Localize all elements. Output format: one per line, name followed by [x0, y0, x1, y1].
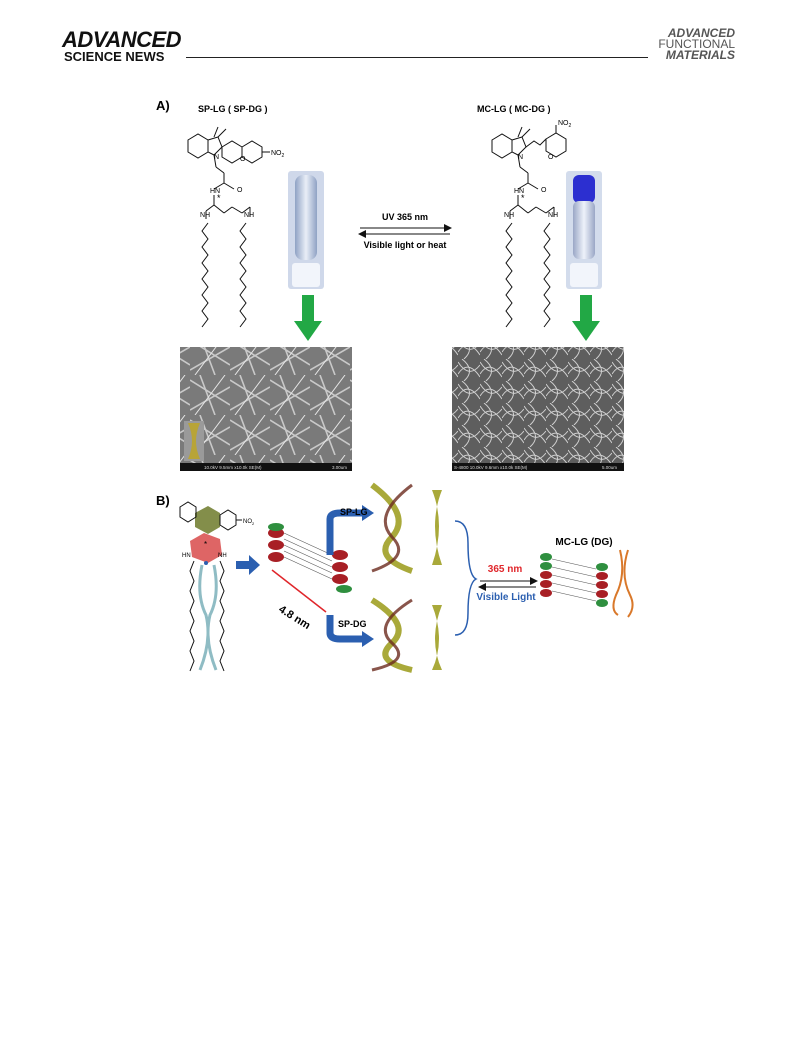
- journal-right-functional: FUNCTIONAL: [658, 37, 735, 51]
- green-arrow-right-head: [572, 321, 600, 341]
- mc-chiral-star: *: [521, 193, 525, 203]
- blue-arrow-1-head: [249, 555, 260, 575]
- mc-n-atom: N: [518, 154, 523, 161]
- branch-arrow-up: [326, 509, 362, 555]
- sp-hn-1: HN: [210, 188, 220, 195]
- sp-o-atom: O: [240, 156, 246, 163]
- mc-hn-1: HN: [514, 188, 524, 195]
- panel-b-no2-text: NO: [243, 519, 252, 525]
- panel-b-molecule: [179, 501, 242, 672]
- b-reverse-label: Visible Light: [476, 592, 536, 603]
- mc-molecule-structure: [491, 125, 567, 328]
- mc-vial: [566, 171, 602, 289]
- green-arrow-left-shaft: [302, 295, 314, 323]
- curly-brace: [454, 520, 478, 636]
- panel-b-label: B): [156, 493, 170, 508]
- sem-right-scale: 5.00um: [602, 465, 617, 470]
- panel-b-star: *: [204, 540, 207, 549]
- mc-nh-left: NH: [504, 212, 514, 219]
- helix-sp-lg: [370, 482, 442, 574]
- sp-nh-right: NH: [244, 212, 254, 219]
- journal-right-advanced: ADVANCED: [667, 26, 735, 40]
- branch-arrow-down: [326, 615, 362, 643]
- sem-left-scale: 3.00um: [332, 465, 347, 470]
- mc-lg-dg-title: MC-LG (DG): [555, 537, 612, 548]
- sp-vial: [288, 171, 324, 289]
- sp-carbonyl-o: O: [237, 187, 243, 194]
- sem-right-caption: S-4800 10.0kV 9.6mm x10.0k SE(M): [454, 465, 528, 470]
- mc-nh-right: NH: [548, 212, 558, 219]
- sem-image-left: [180, 347, 352, 471]
- blue-arrow-1-shaft: [236, 561, 250, 569]
- sp-lg-title: SP-LG ( SP-DG ): [198, 104, 268, 114]
- journal-logo-advanced: ADVANCED: [62, 27, 182, 52]
- panel-b-no2-subscript: 2: [252, 521, 255, 526]
- branch-arrow-up-head: [362, 505, 374, 521]
- sp-no2-subscript: 2: [282, 153, 285, 159]
- figure: A) SP-LG ( SP-DG ) MC-LG ( MC-DG ) N O N…: [150, 95, 650, 680]
- journal-logo-left: ADVANCED SCIENCE NEWS: [62, 27, 182, 64]
- uv-condition: UV 365 nm: [382, 212, 428, 222]
- mc-carbonyl-o: O: [541, 187, 547, 194]
- distance-label: 4.8 nm: [276, 603, 312, 632]
- distance-arrow: [271, 569, 327, 613]
- bilayer-stack: [268, 523, 352, 593]
- panel-a-label: A): [156, 98, 170, 113]
- helix-sp-dg: [370, 597, 442, 673]
- visible-condition: Visible light or heat: [364, 240, 447, 250]
- mc-lg-title: MC-LG ( MC-DG ): [477, 104, 550, 114]
- sp-n-atom: N: [214, 154, 219, 161]
- sp-dg-label: SP-DG: [338, 619, 367, 629]
- green-arrow-right-shaft: [580, 295, 592, 323]
- sp-no2: NO2: [271, 150, 285, 159]
- header-rule: [186, 57, 648, 58]
- mc-no2-text: NO: [558, 120, 569, 127]
- panel-b-nh: NH: [218, 553, 227, 559]
- b-forward-label: 365 nm: [488, 564, 523, 575]
- sp-lg-label: SP-LG: [340, 507, 368, 517]
- panel-b-no2: NO2: [243, 519, 255, 526]
- sp-chiral-star: *: [217, 193, 221, 203]
- journal-logo-right: ADVANCED FUNCTIONAL MATERIALS: [658, 26, 735, 62]
- figure-svg: A) SP-LG ( SP-DG ) MC-LG ( MC-DG ) N O N…: [156, 98, 634, 673]
- sp-no2-text: NO: [271, 150, 282, 157]
- sp-molecule-structure: [187, 126, 270, 328]
- sp-nh-left: NH: [200, 212, 210, 219]
- sem-left-caption: 10.0kV 9.5mm x10.0k SE(M): [204, 465, 262, 470]
- green-arrow-left-head: [294, 321, 322, 341]
- journal-logo-science-news: SCIENCE NEWS: [64, 49, 165, 64]
- mc-no2: NO2: [558, 120, 572, 129]
- branch-arrow-down-head: [362, 631, 374, 647]
- journal-right-materials: MATERIALS: [665, 48, 735, 62]
- panel-b-hn: HN: [182, 553, 191, 559]
- mc-no2-subscript: 2: [569, 123, 572, 129]
- mc-assembly: [540, 549, 634, 618]
- mc-phenolate-o: O: [548, 154, 554, 161]
- sem-image-right: [452, 347, 624, 471]
